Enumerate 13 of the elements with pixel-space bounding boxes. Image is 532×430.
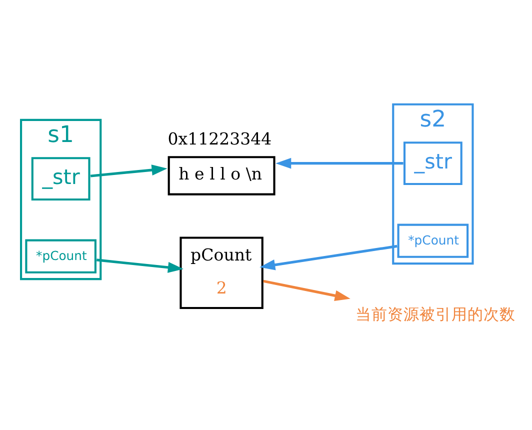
node-box: _str <box>403 142 462 186</box>
node-text: 当前资源被引用的次数 <box>355 305 516 324</box>
node-box: *pCount <box>25 239 96 274</box>
arrow <box>276 158 404 169</box>
arrow <box>96 258 184 273</box>
arrow <box>90 164 168 178</box>
node-box: h e l l o \n <box>168 156 276 196</box>
node-label: 0x11223344 <box>168 130 272 149</box>
node-box: pCount 2 <box>180 236 264 310</box>
node-box: *pCount <box>397 224 469 258</box>
arrow <box>263 280 350 301</box>
node-box: _str <box>31 157 90 201</box>
arrow <box>260 244 398 270</box>
